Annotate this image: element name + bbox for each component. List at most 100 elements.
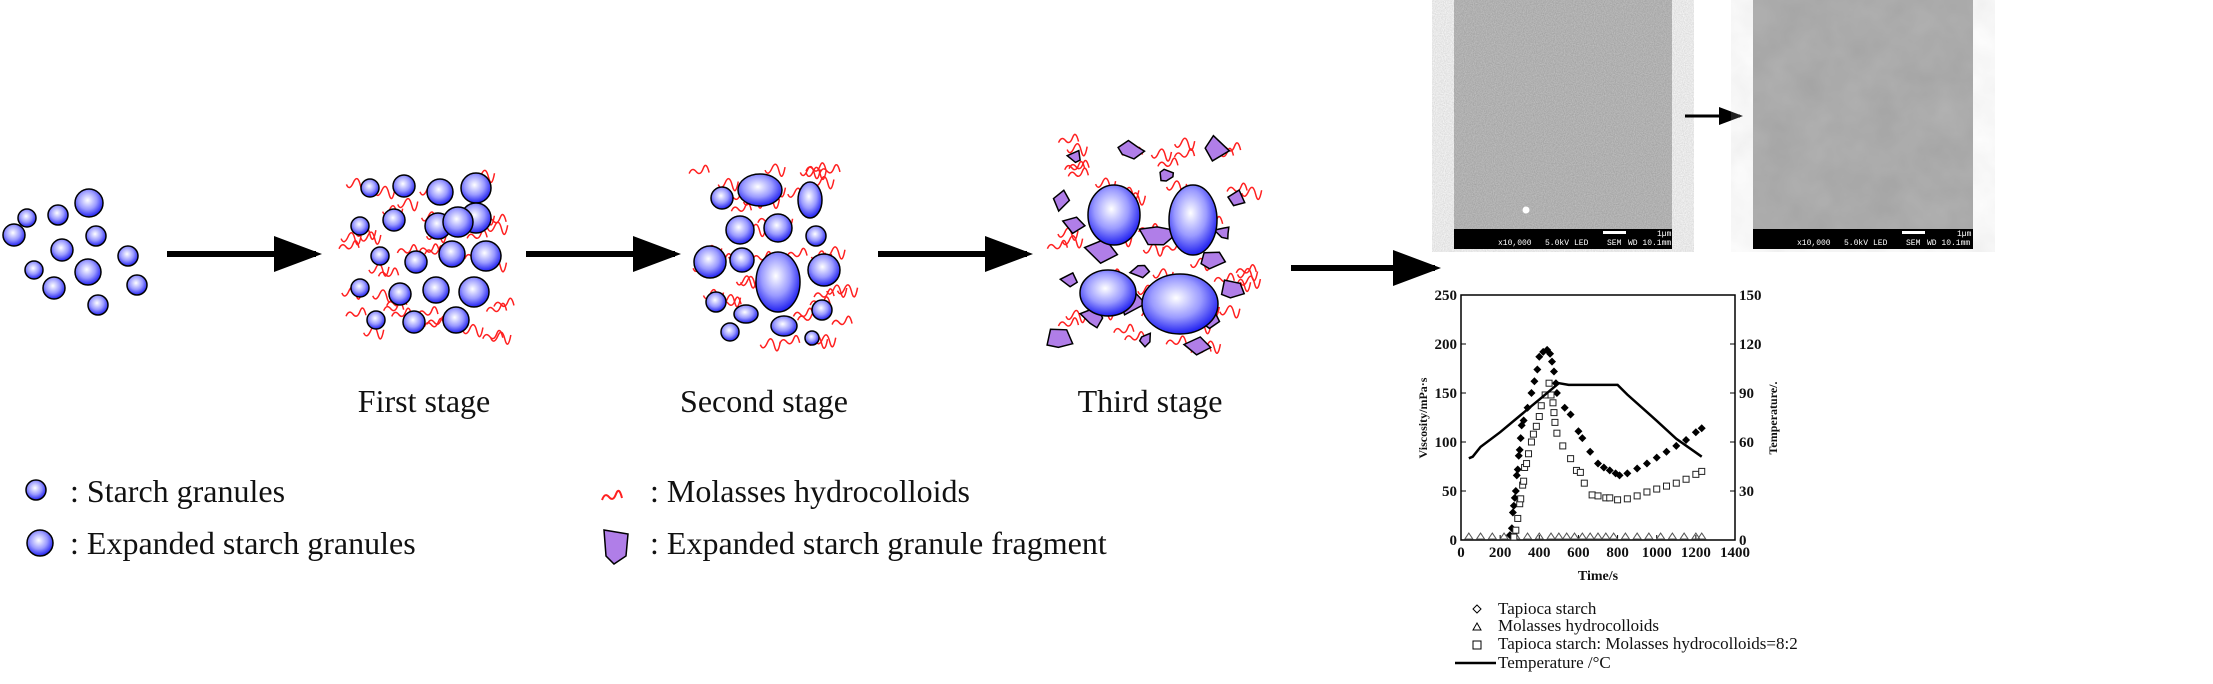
hydrocolloid-strand xyxy=(1064,160,1086,171)
tapioca-point xyxy=(1512,471,1521,480)
sem2-scale: 1µm xyxy=(1957,230,1972,239)
hydrocolloid-strand xyxy=(493,297,515,308)
mixture-point xyxy=(1547,391,1555,399)
legend-triangle-icon xyxy=(1472,621,1482,631)
legend-diamond-icon xyxy=(1472,604,1482,614)
tapioca-point xyxy=(1605,466,1614,475)
granule-fragment xyxy=(1182,336,1212,356)
mixture-point xyxy=(1559,442,1567,450)
expanded-granule xyxy=(725,215,755,245)
hydrocolloid-strand xyxy=(1066,143,1088,157)
temperature-line xyxy=(1468,381,1703,460)
y2-tick-label: 120 xyxy=(1739,337,1762,353)
hydrocolloid-strand xyxy=(340,232,362,246)
expanded-granule xyxy=(1079,269,1137,317)
y-tick-label: 200 xyxy=(1435,337,1458,353)
hydrocolloid-strand xyxy=(778,334,801,345)
expanded-granule xyxy=(763,213,793,243)
starch-granule xyxy=(382,208,406,232)
mixture-point xyxy=(1594,492,1602,500)
mixture-point xyxy=(1663,482,1670,490)
hydrocolloid-strand xyxy=(1061,235,1084,249)
hydrocolloid-strand xyxy=(819,163,841,174)
sem-image-before: 1µm x10,000 5.0kV LED SEM WD 10.1mm xyxy=(1454,0,1672,249)
y-tick-label: 100 xyxy=(1435,435,1458,451)
y-tick-label: 250 xyxy=(1435,288,1458,304)
mixture-point xyxy=(1549,399,1557,407)
tapioca-point xyxy=(1682,436,1691,445)
third-stage-label: Third stage xyxy=(1078,383,1223,419)
diagram-legend: : Starch granules : Expanded starch gran… xyxy=(25,473,1107,565)
legend-molasses-label: : Molasses hydrocolloids xyxy=(650,473,970,509)
mixture-point xyxy=(1529,430,1537,438)
sem2-detector: LED xyxy=(1873,239,1888,248)
hydrocolloid-strand xyxy=(735,275,758,289)
y-tick-label: 0 xyxy=(1450,533,1458,549)
hydrocolloid-strand xyxy=(1240,186,1263,201)
hydrocolloid-strand xyxy=(1165,335,1187,345)
starch-granule xyxy=(2,223,26,247)
mixture-point xyxy=(1682,475,1690,483)
y2-tick-label: 150 xyxy=(1739,288,1762,304)
chart-legend: Tapioca starch Molasses hydrocolloids Ta… xyxy=(1455,599,1798,672)
hydrocolloid-strand xyxy=(391,307,413,318)
molasses-point xyxy=(1696,532,1707,540)
hydrocolloid-strand xyxy=(792,307,815,318)
starch-granule xyxy=(404,250,428,274)
y-tick-label: 50 xyxy=(1442,484,1457,500)
tapioca-point xyxy=(1546,349,1555,358)
expanded-granule xyxy=(755,251,801,313)
starch-granule xyxy=(126,274,148,296)
hydrocolloid-strand xyxy=(1189,257,1212,272)
tapioca-point xyxy=(1560,403,1569,412)
y2-tick-label: 0 xyxy=(1739,533,1747,549)
expanded-granule xyxy=(729,247,755,273)
hydrocolloid-strand xyxy=(490,331,512,345)
hydrocolloid-strand xyxy=(485,302,508,313)
legend-square-icon xyxy=(1472,640,1482,650)
mixture-point xyxy=(1535,413,1543,421)
granule-fragment xyxy=(1052,189,1071,213)
x-tick-label: 400 xyxy=(1528,545,1551,561)
molasses-point xyxy=(1600,532,1611,540)
expanded-granule xyxy=(1141,273,1219,335)
hydrocolloid-strand xyxy=(482,329,504,340)
granule-fragment xyxy=(1065,149,1081,164)
expanded-granule xyxy=(797,181,823,219)
molasses-point xyxy=(1463,532,1474,540)
legend-tapioca: Tapioca starch xyxy=(1498,599,1597,618)
x-tick-label: 1000 xyxy=(1642,545,1672,561)
granule-clusters xyxy=(2,133,1263,356)
tapioca-point xyxy=(1633,464,1642,473)
sem2-mode: SEM xyxy=(1906,239,1921,248)
x-axis-label: Time/s xyxy=(1578,569,1619,584)
starch-granule xyxy=(74,188,104,218)
tapioca-point xyxy=(1549,367,1558,376)
y2-tick-label: 90 xyxy=(1739,386,1754,402)
sem1-mag: x10,000 xyxy=(1498,239,1532,248)
granule-fragment xyxy=(1159,168,1175,182)
starch-granule xyxy=(370,246,390,266)
tapioca-point xyxy=(1515,445,1524,454)
starch-granule xyxy=(50,238,74,262)
hydrocolloid-strand xyxy=(805,166,827,181)
hydrocolloid-strand xyxy=(815,334,837,348)
hydrocolloid-icon xyxy=(601,489,623,501)
granule-fragment xyxy=(1058,271,1079,288)
expanded-granule xyxy=(710,186,734,210)
starch-granule xyxy=(74,258,102,286)
tapioca-point xyxy=(1508,508,1517,517)
granule-fragment xyxy=(1200,251,1227,270)
granule-fragment xyxy=(1138,226,1174,246)
expanded-granule xyxy=(737,173,783,207)
expanded-granule xyxy=(805,225,827,247)
tapioca-point xyxy=(1530,377,1539,386)
hydrocolloid-strand xyxy=(417,306,439,316)
y2-axis-label: Temperature/. xyxy=(1766,382,1780,455)
molasses-point xyxy=(1690,532,1701,540)
mixture-point xyxy=(1643,488,1651,496)
tapioca-point xyxy=(1511,487,1520,495)
sem2-wd: WD 10.1mm xyxy=(1927,239,1970,248)
y2-tick-label: 60 xyxy=(1739,435,1754,451)
